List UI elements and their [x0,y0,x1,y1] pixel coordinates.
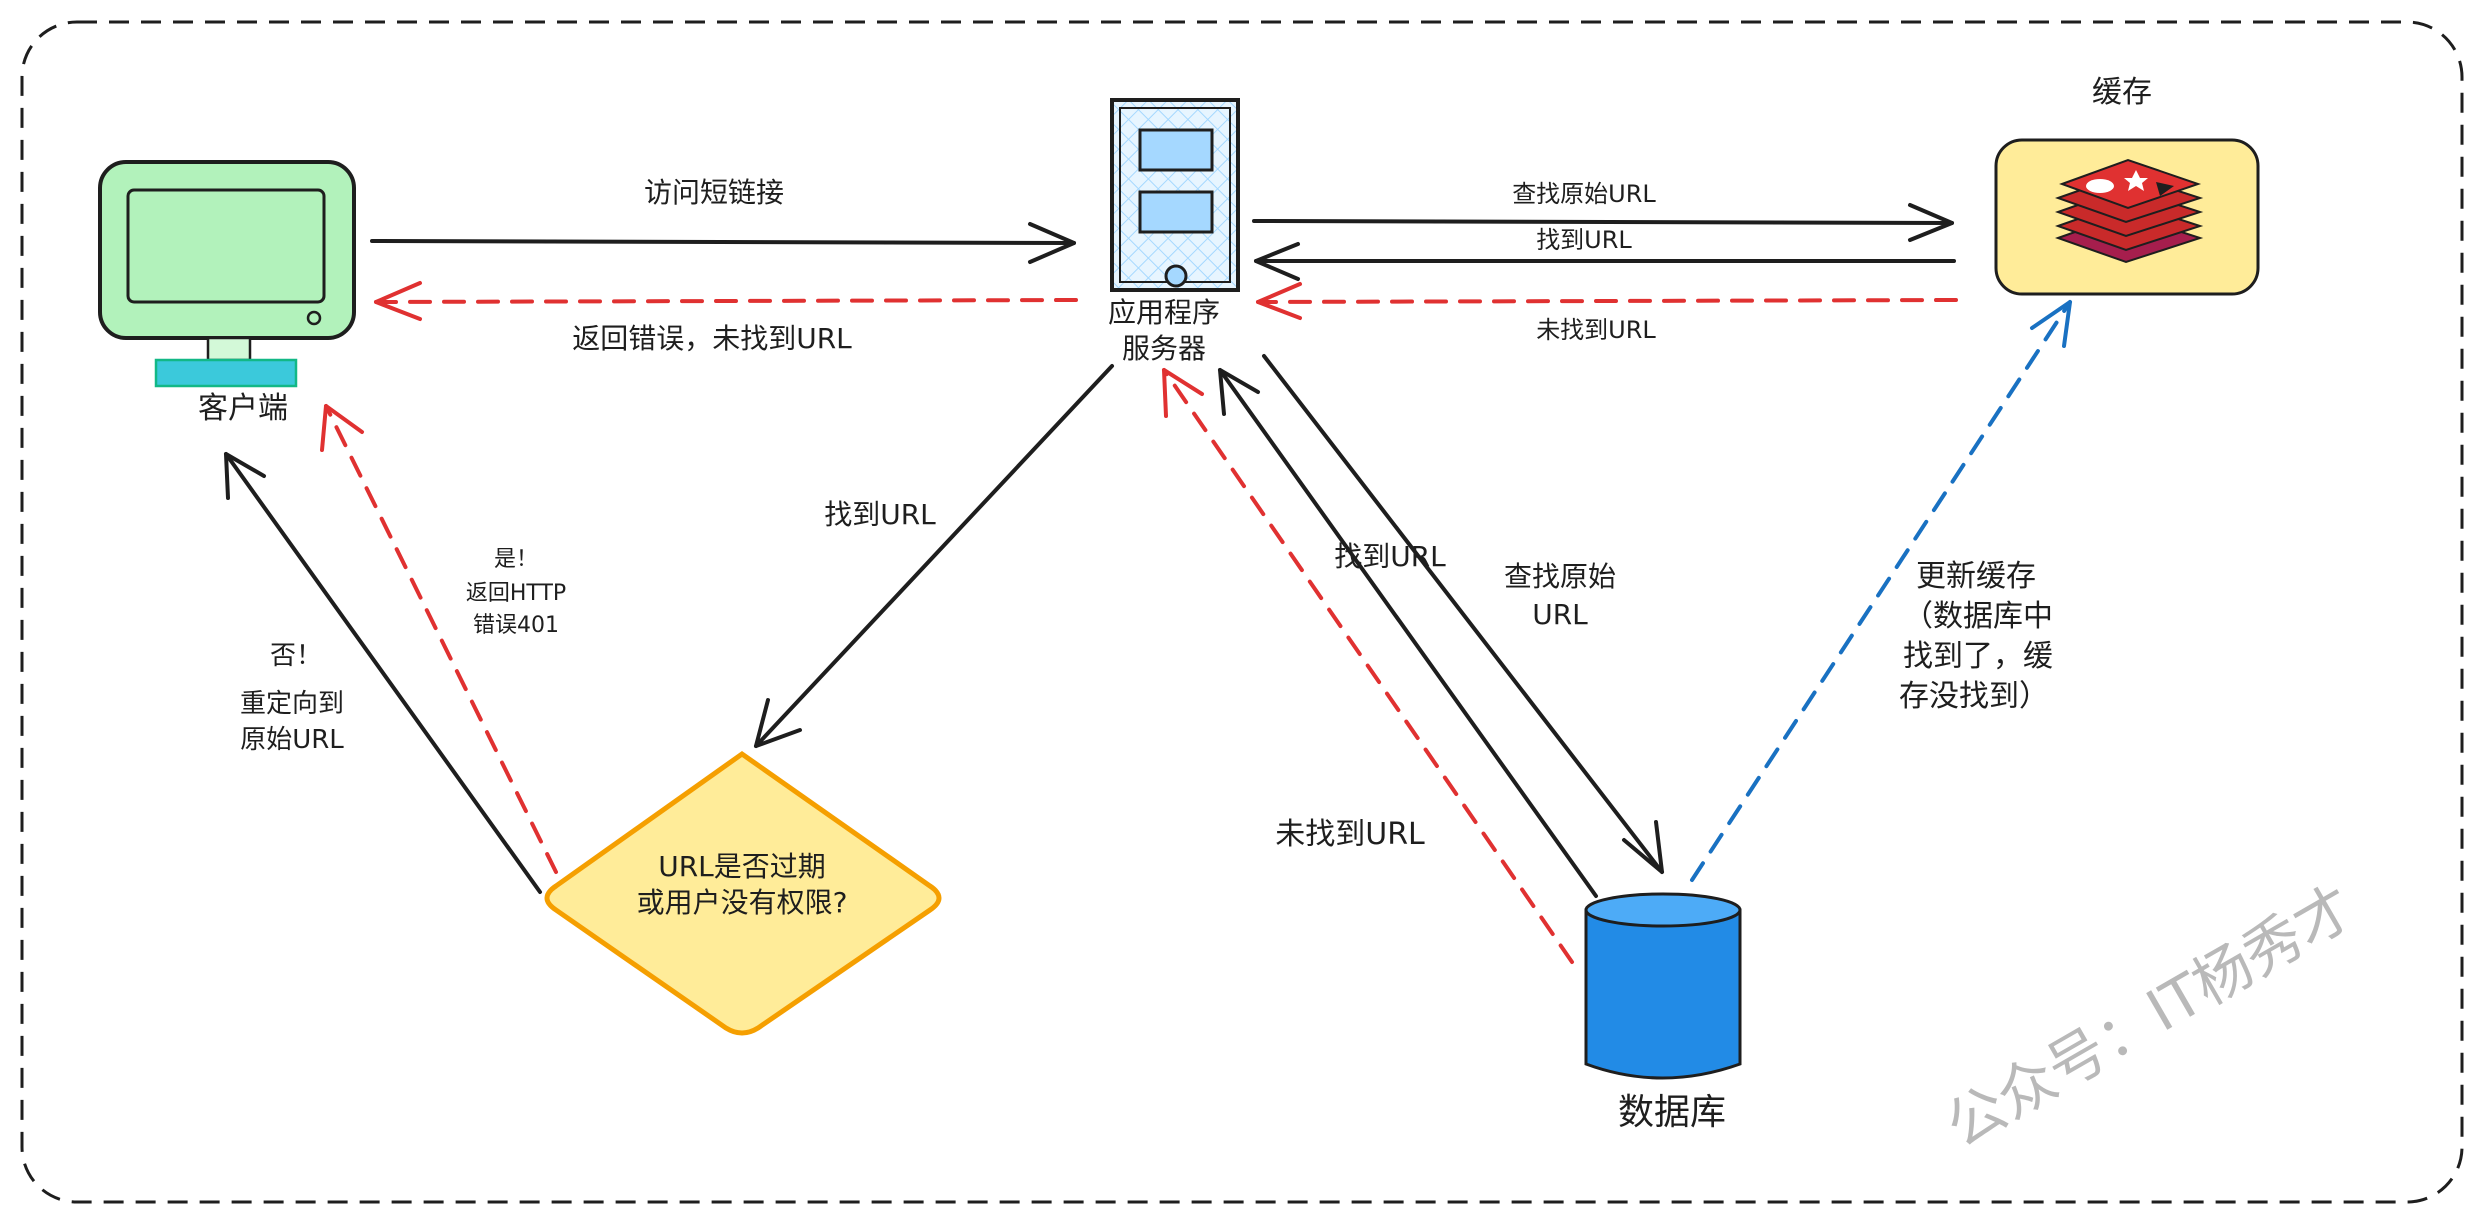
redis-logo-icon [2054,158,2204,264]
arrow-found-url-to-decision [754,364,1114,748]
label-update-cache-line4: 存没找到） [1899,679,2049,714]
client-monitor-icon [98,160,356,388]
database-label: 数据库 [1618,1092,1726,1133]
arrow-yes-error-401 [320,404,558,874]
label-yes-line1: 是！ [494,547,538,572]
label-no-line1: 否！ [270,641,322,671]
label-update-cache-line3: 找到了，缓 [1903,639,2053,674]
client-label: 客户端 [198,391,288,426]
arrow-return-error [374,281,1078,321]
app-server-label-line1: 应用程序 [1108,296,1220,329]
label-no-line3: 原始URL [240,725,344,755]
arrow-not-found-cache [1256,282,1958,320]
label-return-error: 返回错误，未找到URL [572,322,852,355]
cache-label: 缓存 [2092,75,2152,110]
label-found-db: 找到URL [1334,540,1446,573]
arrow-visit-short-link [370,222,1076,264]
label-update-cache-line1: 更新缓存 [1916,559,2036,594]
label-lookup-cache: 查找原始URL [1512,180,1656,208]
decision-label-line2: 或用户没有权限? [637,886,848,919]
decision-label-line1: URL是否过期 [658,850,826,883]
app-server-label-line2: 服务器 [1122,332,1206,365]
label-lookup-db-line2: URL [1532,598,1588,631]
label-yes-line3: 错误401 [473,613,559,638]
database-cylinder-icon [1584,892,1742,1080]
label-yes-line2: 返回HTTP [466,581,566,606]
label-found-url-to-decision: 找到URL [824,498,936,531]
arrow-found-cache [1254,242,1956,281]
arrow-lookup-db [1262,354,1664,874]
frame-border [20,20,2464,1204]
label-update-cache-line2: （数据库中 [1903,599,2053,634]
label-no-line2: 重定向到 [240,689,344,719]
label-lookup-db-line1: 查找原始 [1504,560,1616,593]
label-not-found-cache: 未找到URL [1536,316,1656,344]
app-server-icon [1110,98,1240,292]
label-found-cache: 找到URL [1536,226,1632,254]
arrow-no-redirect [224,452,542,894]
arrow-update-cache [1690,300,2072,882]
label-not-found-db: 未找到URL [1275,817,1425,852]
arrow-found-db [1218,368,1598,898]
arrow-not-found-db [1162,368,1574,964]
label-visit-short-link: 访问短链接 [644,176,784,209]
watermark: 公众号：IT杨秀才 [1934,873,2365,1161]
decision-diamond [544,750,942,1036]
arrow-lookup-cache [1252,203,1954,242]
